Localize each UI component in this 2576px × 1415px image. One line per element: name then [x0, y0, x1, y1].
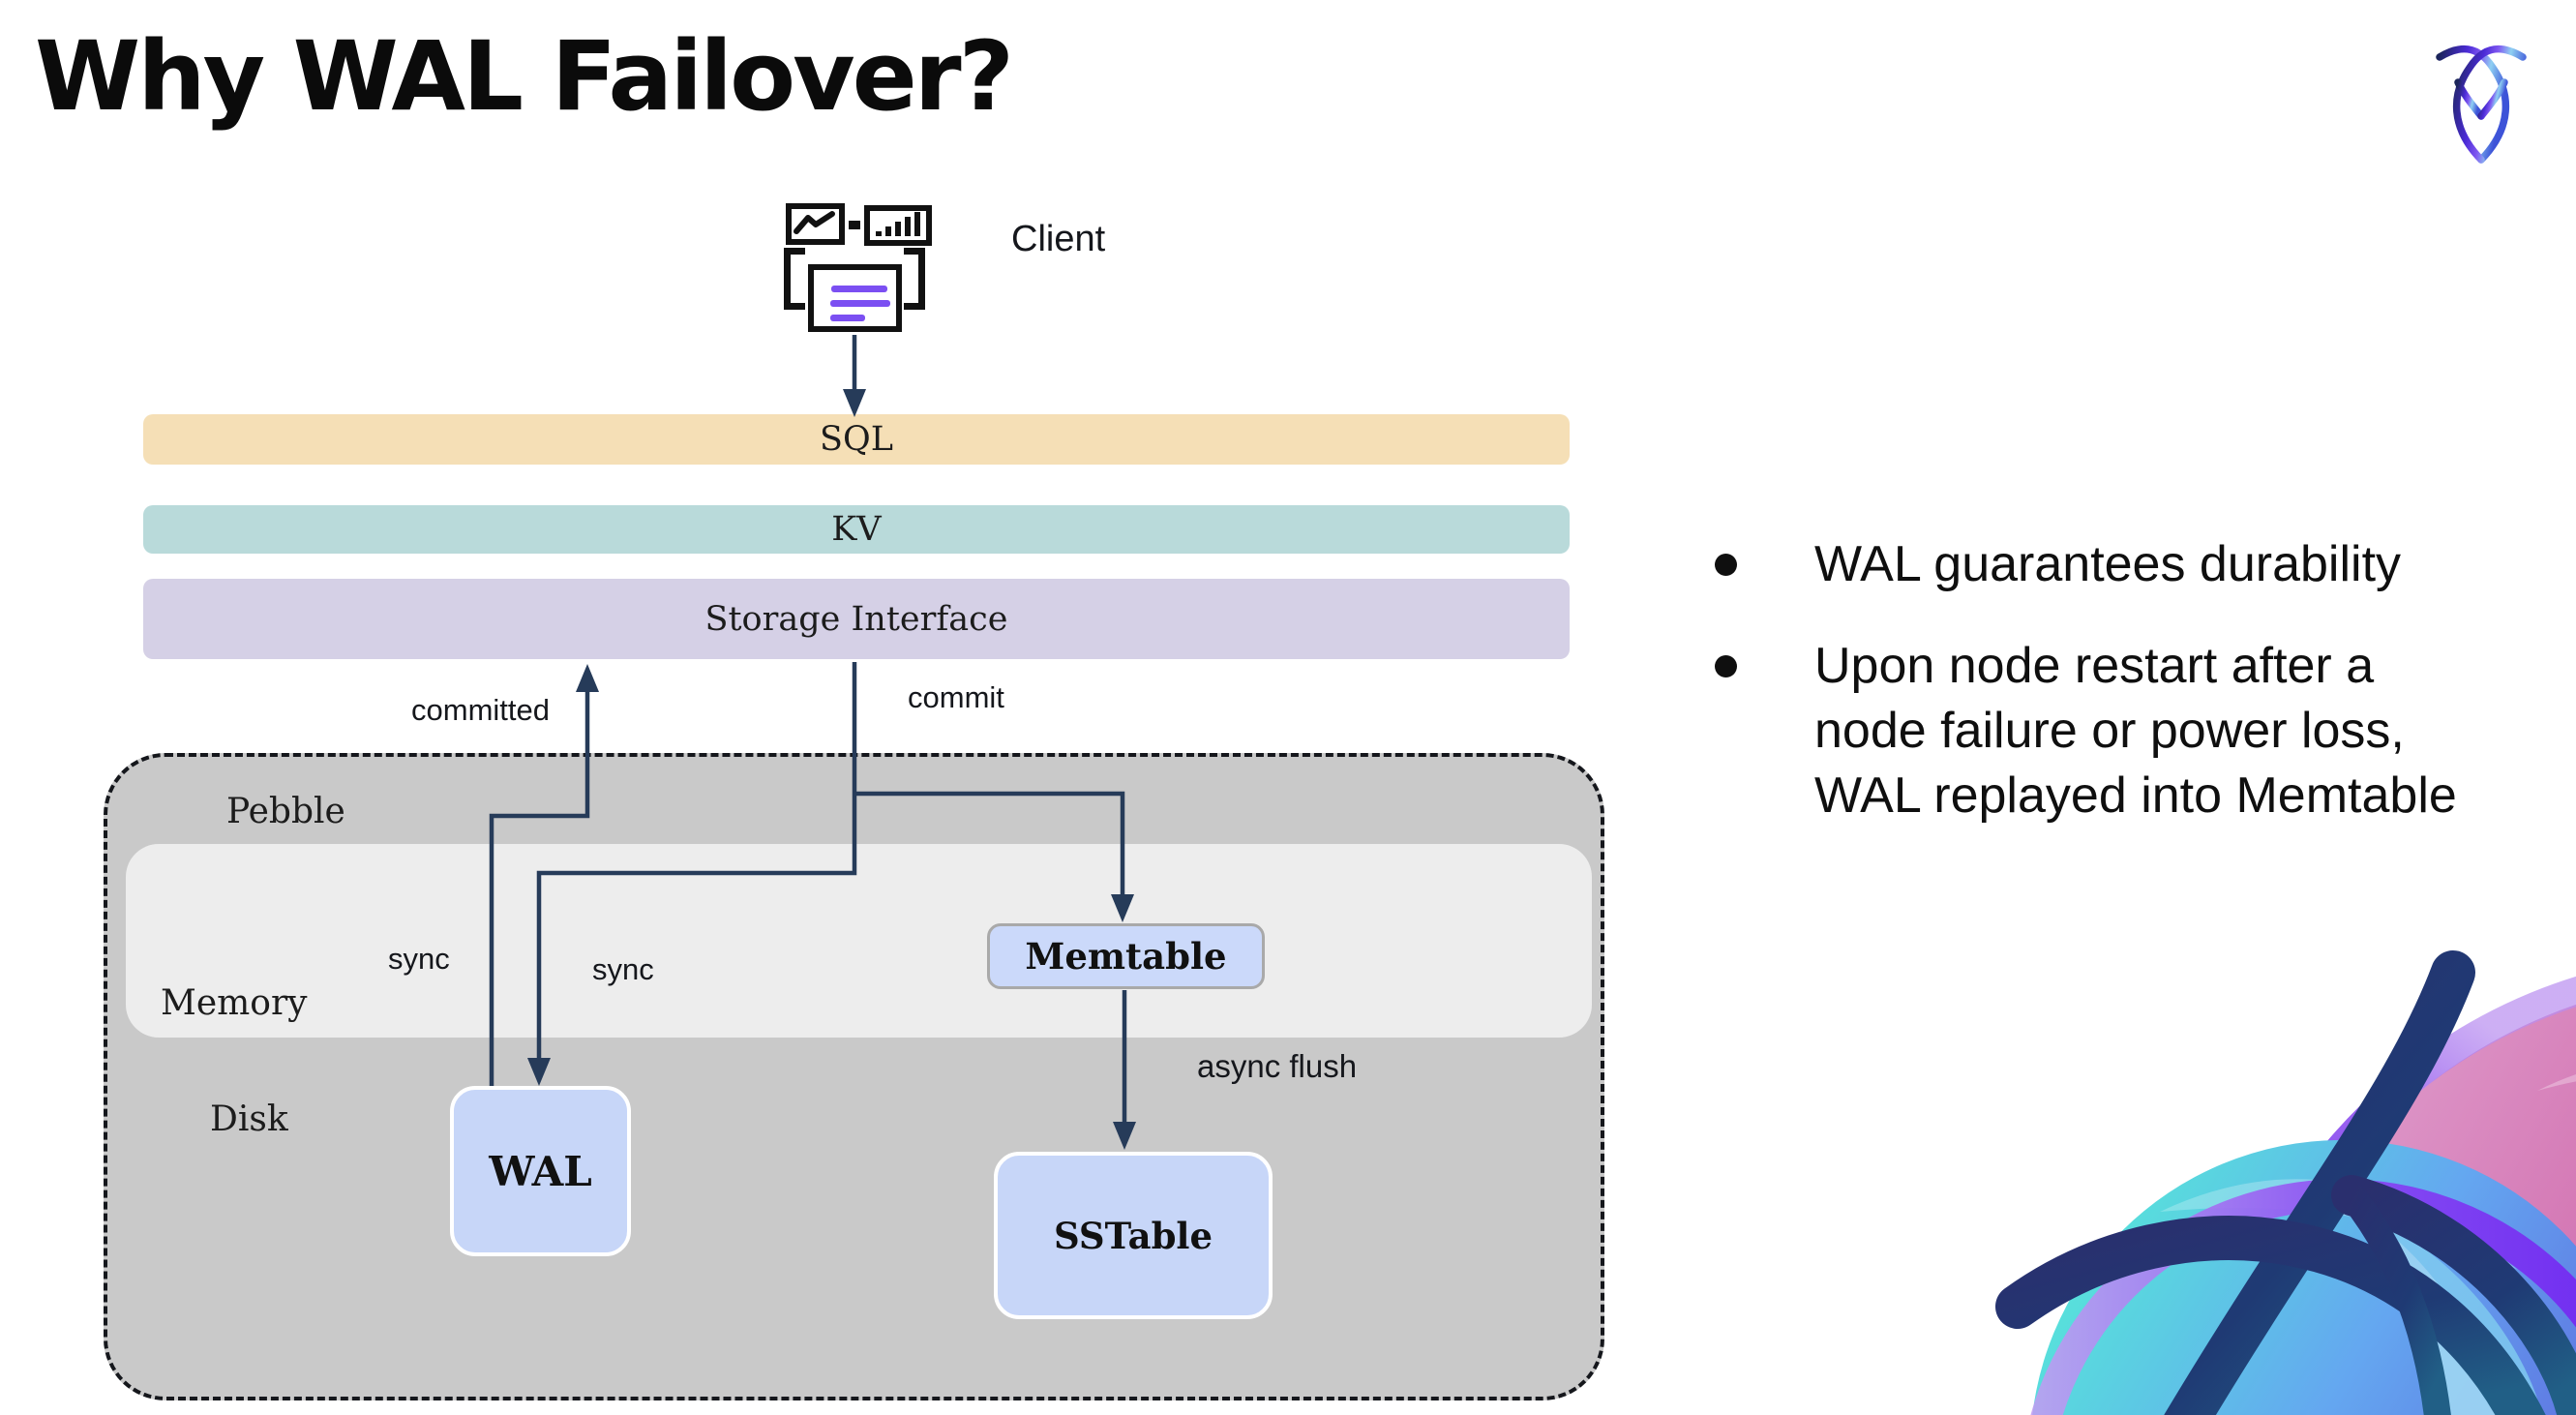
client-left-bracket-icon — [784, 248, 805, 310]
client-document-icon — [808, 264, 902, 332]
brand-corner-art-icon — [1995, 950, 2576, 1415]
layer-sql: SQL — [143, 414, 1570, 465]
pebble-label: Pebble — [226, 792, 345, 831]
commit-label: commit — [908, 680, 1004, 714]
wal-label: WAL — [489, 1147, 592, 1195]
storage-interface-label: Storage Interface — [704, 599, 1008, 639]
layer-storage-interface: Storage Interface — [143, 579, 1570, 659]
page-title: Why WAL Failover? — [35, 21, 1014, 133]
bullet-list: WAL guarantees durability Upon node rest… — [1715, 532, 2489, 865]
cockroachdb-logo-icon — [2436, 45, 2527, 164]
async-flush-label: async flush — [1197, 1048, 1358, 1084]
memtable-box: Memtable — [987, 923, 1265, 989]
sync-right-label: sync — [592, 952, 654, 986]
memtable-label: Memtable — [1025, 935, 1227, 978]
disk-label: Disk — [210, 1099, 288, 1139]
client-linechart-icon — [786, 203, 845, 245]
committed-label: committed — [411, 693, 550, 727]
memory-label: Memory — [161, 983, 308, 1023]
sync-left-label: sync — [388, 942, 450, 976]
sstable-label: SSTable — [1053, 1214, 1213, 1257]
client-barchart-icon — [864, 205, 932, 246]
bullet-dot-icon — [1715, 554, 1737, 576]
layer-kv: KV — [143, 505, 1570, 554]
client-label: Client — [1011, 219, 1106, 259]
kv-label: KV — [831, 510, 882, 549]
list-item: Upon node restart after a node failure o… — [1715, 634, 2489, 828]
bullet-dot-icon — [1715, 655, 1737, 677]
client-right-bracket-icon — [904, 248, 925, 310]
bullet-text: WAL guarantees durability — [1814, 536, 2402, 592]
memory-band — [126, 844, 1592, 1038]
bullet-text: Upon node restart after a node failure o… — [1814, 638, 2457, 824]
sql-label: SQL — [820, 420, 893, 459]
sstable-box: SSTable — [994, 1152, 1273, 1319]
wal-box: WAL — [450, 1086, 631, 1256]
client-icon-dash — [849, 221, 860, 229]
list-item: WAL guarantees durability — [1715, 532, 2489, 597]
